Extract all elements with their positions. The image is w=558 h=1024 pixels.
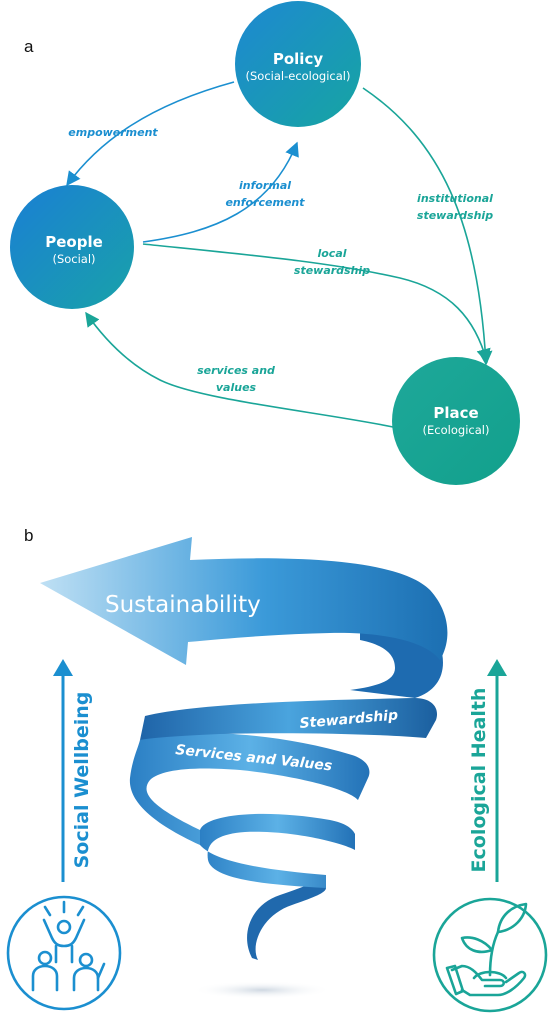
people-title: People xyxy=(45,233,103,251)
label-empowerment: empowerment xyxy=(68,126,158,139)
edge-local-stewardship xyxy=(142,243,491,364)
edge-informal-enforcement xyxy=(142,141,299,243)
sustainability-label: Sustainability xyxy=(105,592,261,618)
spiral-loop-upper xyxy=(140,698,438,740)
node-place: Place (Ecological) xyxy=(392,357,520,485)
edge-institutional-stewardship xyxy=(362,87,493,366)
policy-subtitle: (Social-ecological) xyxy=(246,69,351,83)
spiral-loop-middle xyxy=(129,732,370,845)
label-institutional-stewardship: stewardship xyxy=(417,209,493,222)
ecological-health-label: Ecological Health xyxy=(468,688,490,873)
label-services-and: services and xyxy=(197,364,275,377)
place-title: Place xyxy=(433,404,478,422)
label-informal: informal xyxy=(239,179,291,192)
people-celebrating-icon xyxy=(6,895,122,1011)
label-values: values xyxy=(216,381,257,394)
social-wellbeing-label: Social Wellbeing xyxy=(71,692,93,869)
policy-title: Policy xyxy=(273,50,323,68)
node-people: People (Social) xyxy=(10,185,134,309)
social-wellbeing-axis: Social Wellbeing xyxy=(53,659,93,882)
label-local-stewardship: stewardship xyxy=(294,264,370,277)
plant-in-hand-icon xyxy=(432,897,548,1013)
ecological-health-axis: Ecological Health xyxy=(468,659,507,882)
panel-a-letter: a xyxy=(24,37,34,56)
ground-shadow xyxy=(192,981,332,999)
edge-empowerment xyxy=(66,81,235,187)
label-local: local xyxy=(317,247,346,260)
spiral-loop-lower xyxy=(200,813,355,888)
place-subtitle: (Ecological) xyxy=(423,423,490,437)
people-subtitle: (Social) xyxy=(52,252,95,266)
spiral-tail xyxy=(247,875,326,960)
panel-b-letter: b xyxy=(24,526,33,545)
label-institutional: institutional xyxy=(417,192,493,205)
edge-services-and-values xyxy=(85,311,394,428)
sustainability-arrow xyxy=(40,537,448,665)
node-policy: Policy (Social-ecological) xyxy=(235,1,361,127)
label-enforcement: enforcement xyxy=(225,196,305,209)
